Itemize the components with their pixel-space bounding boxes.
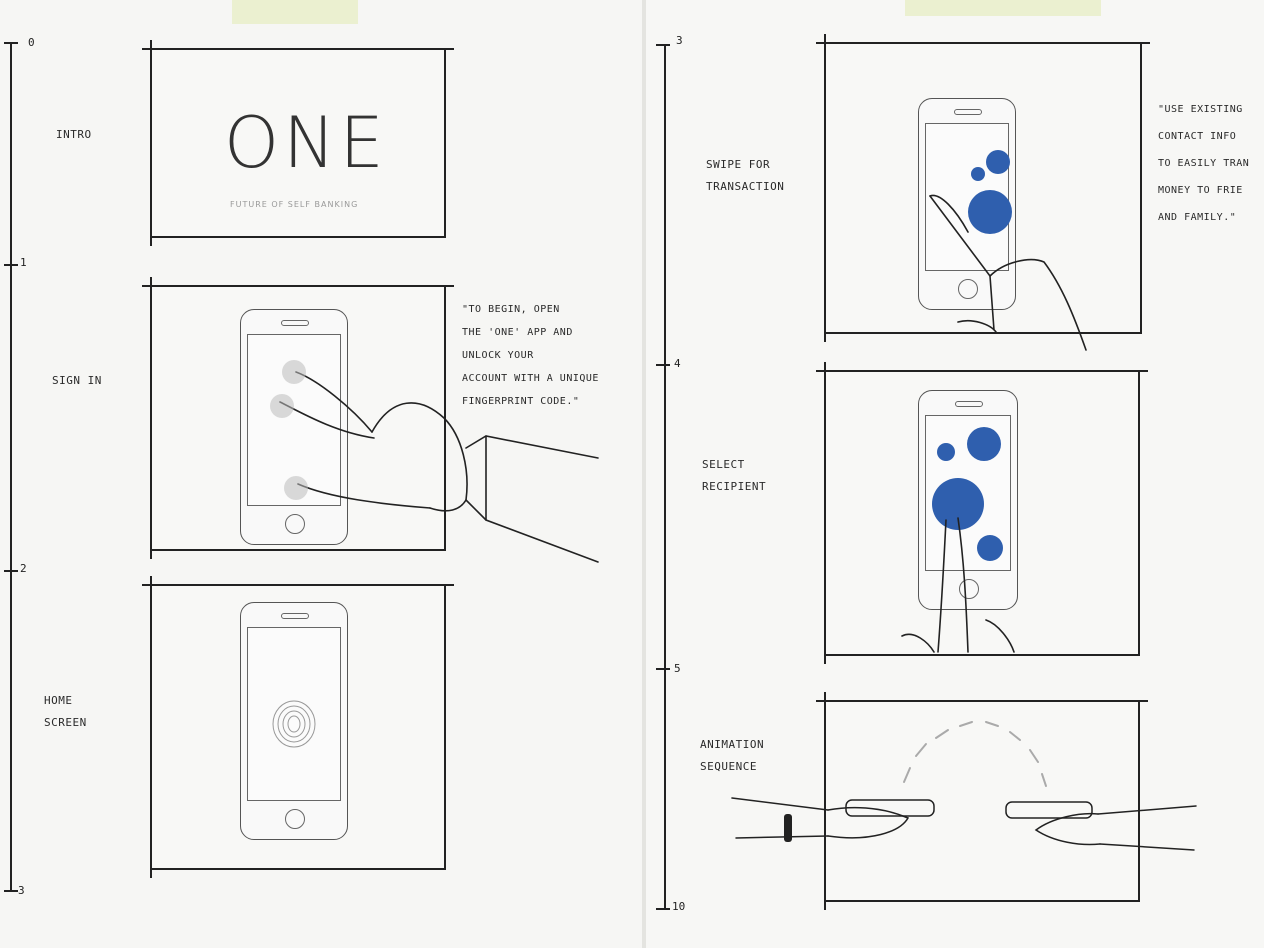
- wristband-icon: [784, 814, 792, 842]
- frame-label-swipe: SWIPE FOR TRANSACTION: [706, 158, 785, 193]
- timeline-tick: [4, 570, 18, 572]
- phone-sketch: [240, 309, 348, 545]
- storyboard-frame-swipe: [816, 34, 1150, 342]
- frame-label-animation: ANIMATION SEQUENCE: [700, 738, 765, 773]
- timeline-mark: 3: [18, 884, 25, 897]
- app-logo: ONE: [224, 102, 388, 184]
- timeline-ruler-left: [10, 42, 12, 892]
- contact-bubble: [986, 150, 1010, 174]
- phone-sketch: [240, 602, 348, 840]
- phone-speaker: [281, 613, 309, 619]
- timeline-tick: [656, 364, 670, 366]
- contact-bubble: [967, 427, 1001, 461]
- home-button: [958, 279, 978, 299]
- phone-screen: [247, 627, 341, 801]
- finger-press-mark: [270, 394, 294, 418]
- timeline-mark: 5: [674, 662, 681, 675]
- storyboard-frame-home-screen: [142, 576, 454, 878]
- hand-sketch: [901, 517, 1015, 653]
- home-button: [285, 514, 305, 534]
- contact-bubble: [932, 478, 984, 530]
- timeline-ruler-right: [664, 44, 666, 910]
- tape-strip: [905, 0, 1101, 16]
- tape-strip: [232, 0, 358, 24]
- timeline-tick: [4, 42, 18, 44]
- timeline-mark: 4: [674, 357, 681, 370]
- timeline-tick: [4, 890, 18, 892]
- contact-bubble: [977, 535, 1003, 561]
- frame-label-sign-in: SIGN IN: [52, 374, 102, 387]
- hand-sketch: [279, 371, 599, 563]
- timeline-tick: [656, 44, 670, 46]
- contact-bubble: [937, 443, 955, 461]
- frame-note-sign-in: "TO BEGIN, OPEN THE 'ONE' APP AND UNLOCK…: [462, 304, 599, 407]
- timeline-mark: 10: [672, 900, 686, 913]
- storyboard-frame-sign-in: [142, 277, 454, 559]
- phone-speaker: [954, 109, 982, 115]
- phone-speaker: [281, 320, 309, 326]
- frame-label-home-screen: HOME SCREEN: [44, 694, 87, 729]
- contact-bubble: [971, 167, 985, 181]
- fingerprint-icon: [272, 700, 316, 748]
- storyboard-frame-intro: ONE FUTURE OF SELF BANKING: [142, 40, 454, 246]
- frame-label-intro: INTRO: [56, 128, 92, 141]
- frame-label-select-recipient: SELECT RECIPIENT: [702, 458, 767, 493]
- finger-press-mark: [282, 360, 306, 384]
- hand-sketch: [929, 194, 1087, 351]
- app-tagline: FUTURE OF SELF BANKING: [230, 200, 359, 209]
- storyboard-frame-animation: [816, 692, 1148, 910]
- finger-press-mark: [284, 476, 308, 500]
- sheet-seam: [642, 0, 646, 948]
- frame-note-swipe: "USE EXISTING CONTACT INFO TO EASILY TRA…: [1158, 104, 1250, 223]
- home-button: [959, 579, 979, 599]
- transfer-arc: [903, 721, 1047, 787]
- phone-speaker: [955, 401, 983, 407]
- timeline-mark: 3: [676, 34, 683, 47]
- animation-sketch: [731, 797, 1197, 851]
- timeline-mark: 0: [28, 36, 35, 49]
- timeline-mark: 2: [20, 562, 27, 575]
- contact-bubble: [968, 190, 1012, 234]
- timeline-tick: [656, 908, 670, 910]
- home-button: [285, 809, 305, 829]
- timeline-tick: [656, 668, 670, 670]
- timeline-tick: [4, 264, 18, 266]
- timeline-mark: 1: [20, 256, 27, 269]
